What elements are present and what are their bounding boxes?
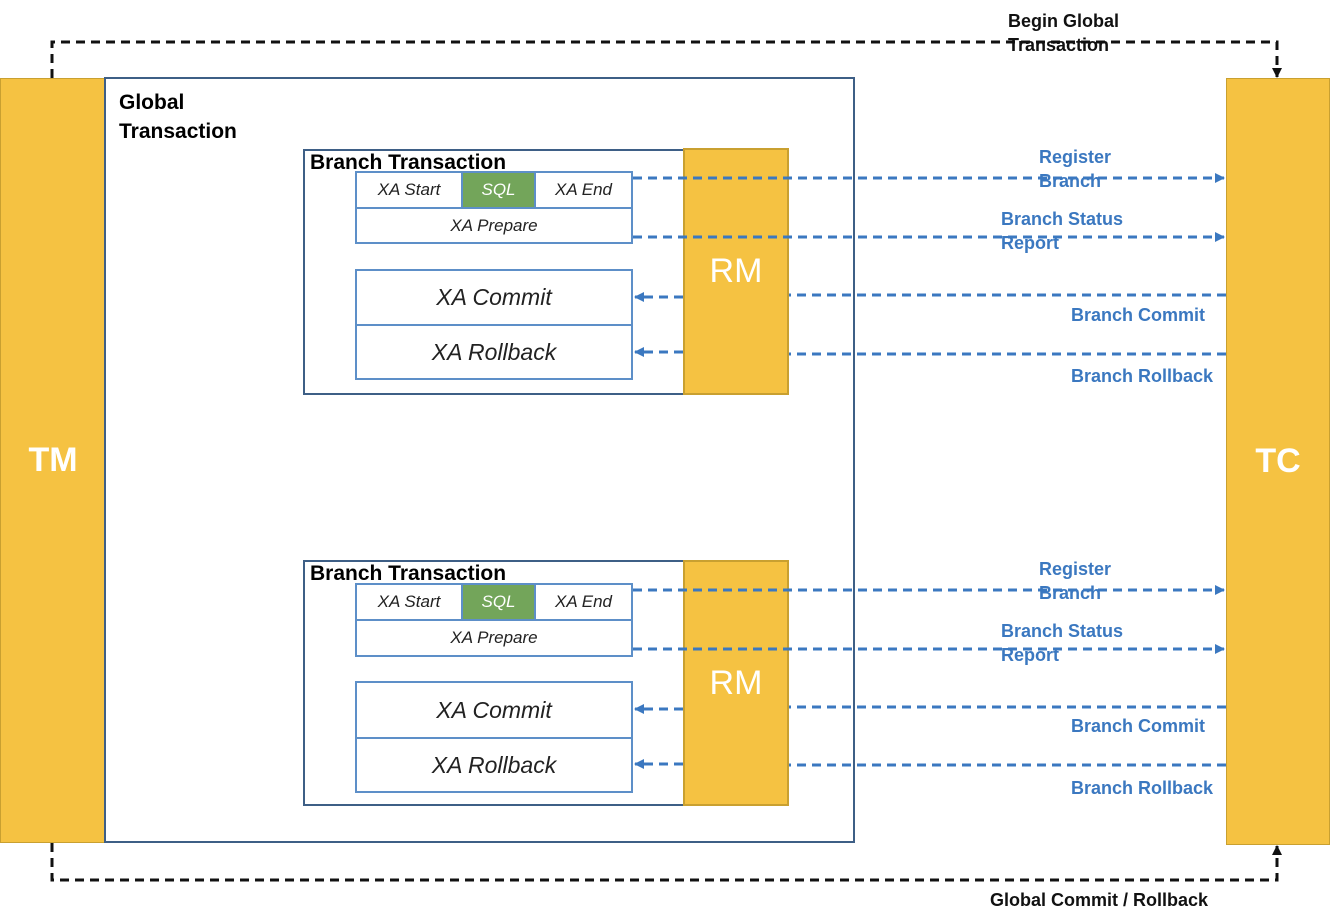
xa-prepare-label: XA Prepare	[450, 215, 538, 235]
tm-label: TM	[28, 441, 78, 479]
xa-rollback-label: XA Rollback	[431, 338, 557, 365]
xa-end-label: XA End	[554, 592, 613, 611]
branch-commit-label: Branch Commit	[1071, 305, 1206, 325]
begin-global-arrow	[50, 40, 1282, 78]
global-transaction-title: Global Transaction	[119, 91, 237, 143]
xa-end-label: XA End	[554, 180, 613, 199]
xa-prepare-cell: XA Prepare	[355, 619, 633, 657]
tc-label: TC	[1255, 442, 1301, 480]
xa-rollback-cell: XA Rollback	[355, 324, 633, 380]
register-branch-label: Register Branch	[1039, 559, 1112, 603]
branch-status-report-label: Branch Status Report	[1001, 209, 1124, 253]
xa-commit-label: XA Commit	[436, 696, 552, 723]
sql-cell: SQL	[461, 583, 536, 621]
sql-label: SQL	[481, 180, 516, 199]
sql-label: SQL	[481, 592, 516, 611]
begin-global-label: Begin Global Transaction	[1008, 11, 1120, 55]
tc-pillar: TC	[1226, 78, 1330, 845]
branch-rollback-label: Branch Rollback	[1071, 366, 1214, 386]
tm-pillar: TM	[0, 78, 106, 843]
rm-box-2: RM	[683, 560, 789, 806]
xa-start-label: XA Start	[377, 180, 441, 199]
branch-status-report-label: Branch Status Report	[1001, 621, 1124, 665]
global-commit-arrow	[50, 843, 1282, 882]
rm-label: RM	[709, 252, 763, 290]
xa-commit-label: XA Commit	[436, 284, 552, 310]
xa-start-label: XA Start	[377, 592, 441, 611]
xa-prepare-label: XA Prepare	[450, 628, 538, 647]
xa-prepare-cell: XA Prepare	[355, 207, 633, 244]
xa-end-cell: XA End	[534, 171, 633, 209]
xa-rollback-cell: XA Rollback	[355, 737, 633, 793]
rm-label: RM	[709, 663, 763, 702]
rm-box-1: RM	[683, 148, 789, 395]
global-commit-label: Global Commit / Rollback	[990, 890, 1209, 910]
branch-commit-label: Branch Commit	[1071, 716, 1206, 736]
branch-transaction-title: Branch Transaction	[310, 562, 507, 585]
branch-transaction-title: Branch Transaction	[310, 151, 507, 174]
xa-rollback-label: XA Rollback	[431, 751, 557, 778]
register-branch-label: Register Branch	[1039, 147, 1112, 191]
branch-rollback-label: Branch Rollback	[1071, 778, 1214, 798]
